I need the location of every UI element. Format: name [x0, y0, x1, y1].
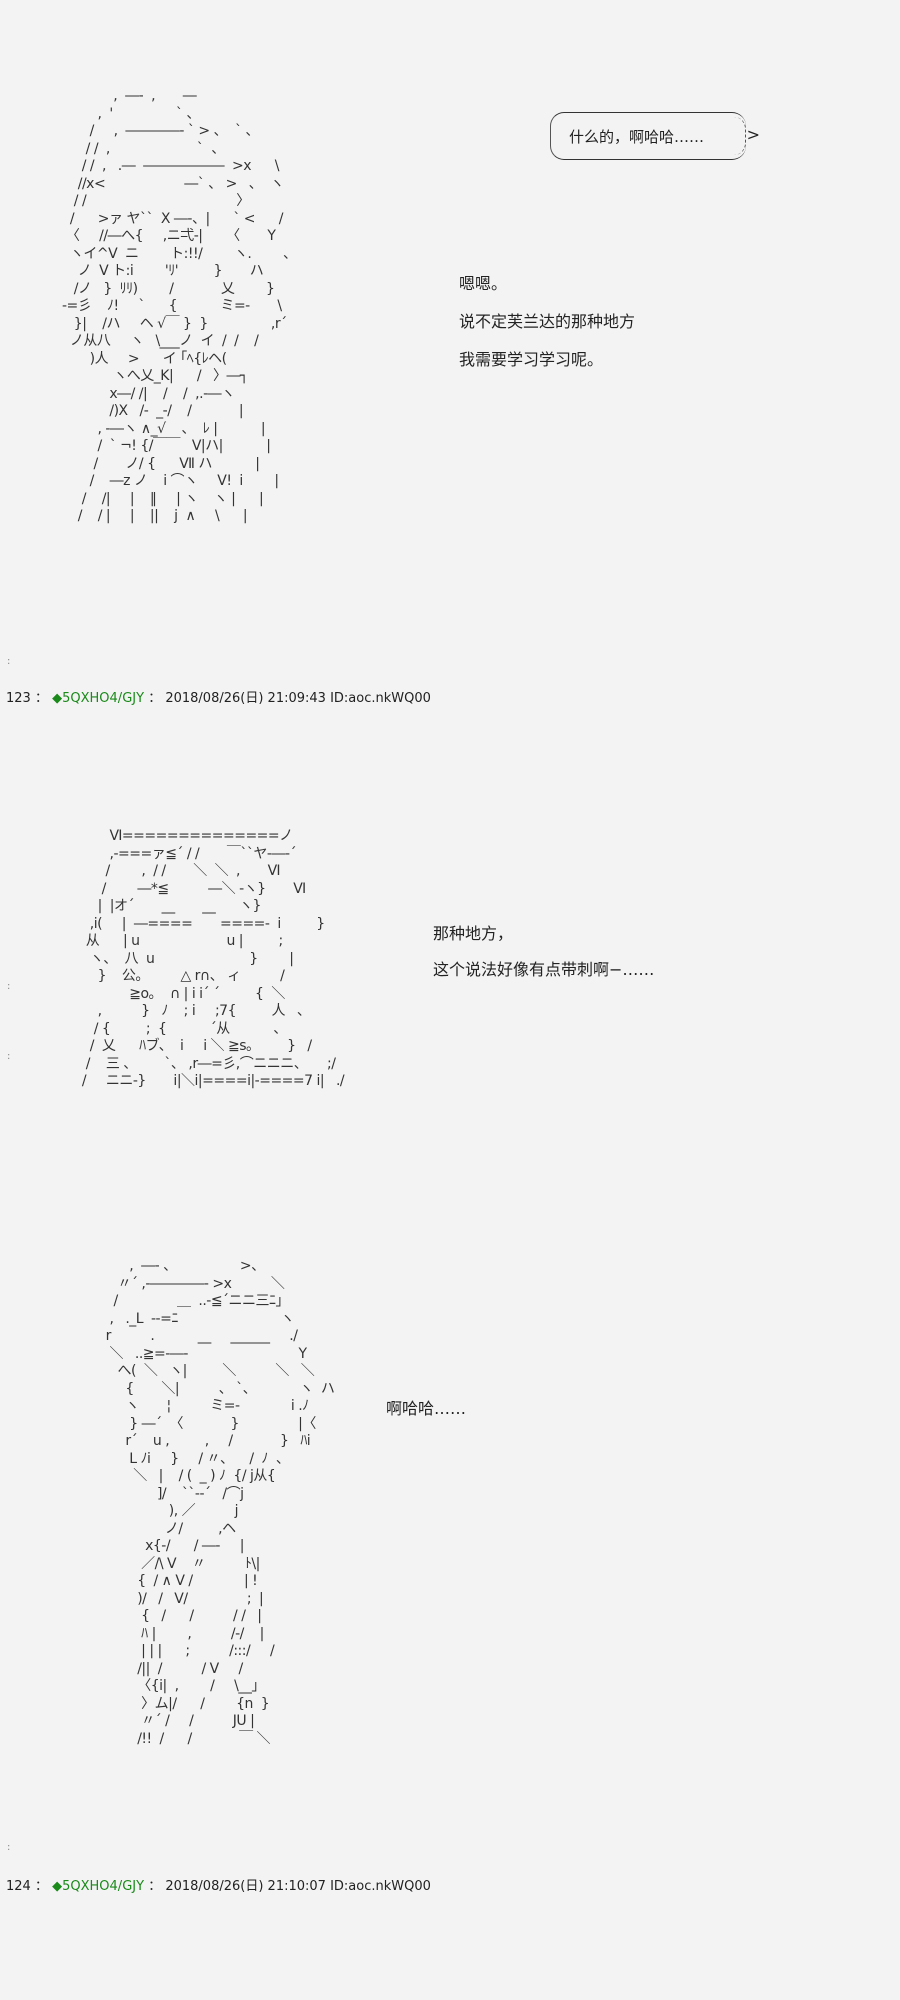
post-header-123: 123 ： ◆5QXHO4/GJY ： 2018/08/26(日) 21:09:…: [6, 687, 431, 706]
dialogue-line: 那种地方，: [433, 924, 514, 943]
margin-mark: :: [7, 656, 11, 667]
separator: ：: [34, 691, 48, 706]
ascii-art-character-standing: , ―- 、 >、 〃´ ,-――――- >x ＼ / ＿ ..-≦´ニニ三ﾆ」…: [105, 1258, 335, 1747]
ascii-art-character-hat: , ―- , ― , ' ` 、 / , ――――- ` > 、 ` 、 / /…: [61, 88, 297, 524]
post-number[interactable]: 123: [6, 691, 31, 706]
separator: ：: [34, 1879, 48, 1894]
dialogue-line: 说不定芙兰达的那种地方: [459, 312, 636, 331]
separator: ：: [148, 691, 162, 706]
poster-id: ID:aoc.nkWQ00: [330, 1879, 431, 1894]
speech-bubble-arrow: >: [746, 125, 760, 144]
speech-bubble: 什么的，啊哈哈…… >: [550, 112, 760, 160]
dialogue-line: 啊哈哈……: [386, 1399, 467, 1418]
post-datetime: 2018/08/26(日) 21:09:43: [165, 691, 326, 706]
margin-mark: :: [7, 1051, 11, 1062]
poster-id: ID:aoc.nkWQ00: [330, 691, 431, 706]
speech-bubble-text: 什么的，啊哈哈……: [569, 128, 705, 146]
speech-bubble-edge: [733, 117, 746, 155]
margin-mark: :: [7, 1842, 11, 1853]
dialogue-line: 嗯嗯。: [459, 274, 508, 293]
poster-tripcode: ◆5QXHO4/GJY: [52, 691, 145, 706]
poster-tripcode: ◆5QXHO4/GJY: [52, 1879, 145, 1894]
post-number[interactable]: 124: [6, 1879, 31, 1894]
dialogue-line: 这个说法好像有点带刺啊−……: [433, 960, 655, 979]
post-datetime: 2018/08/26(日) 21:10:07: [165, 1879, 326, 1894]
margin-mark: :: [7, 981, 11, 992]
ascii-art-character-smile: Ⅵ==============ノ ,-===ァ≦´ / / ￣``ヤ-―-´ /…: [81, 828, 345, 1089]
post-header-124: 124 ： ◆5QXHO4/GJY ： 2018/08/26(日) 21:10:…: [6, 1875, 431, 1894]
separator: ：: [148, 1879, 162, 1894]
dialogue-line: 我需要学习学习呢。: [459, 350, 604, 369]
